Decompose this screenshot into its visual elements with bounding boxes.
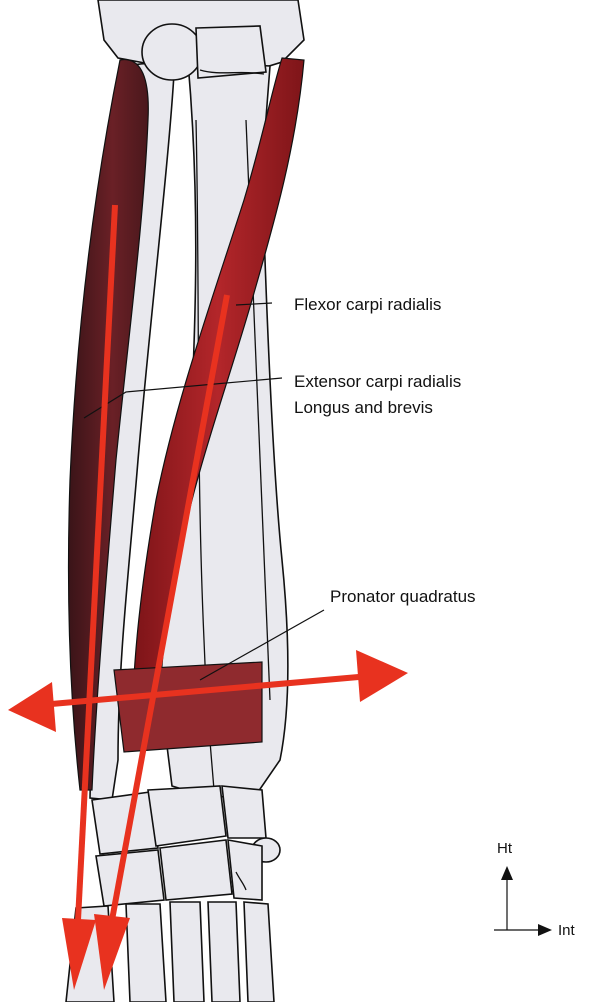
extensor-carpi-radialis-label-line1: Extensor carpi radialis <box>294 372 461 391</box>
flexor-carpi-radialis-label: Flexor carpi radialis <box>294 295 441 314</box>
capitulum <box>196 26 266 78</box>
pronator-quadratus-label: Pronator quadratus <box>330 587 476 606</box>
pronator-quadratus-muscle <box>114 662 262 752</box>
orientation-axes: Ht Int <box>494 840 576 939</box>
up-arrow-icon <box>501 866 513 880</box>
axis-label-ht: Ht <box>497 840 513 857</box>
right-arrow-icon <box>538 924 552 936</box>
axis-label-int: Int <box>558 922 576 939</box>
extensor-carpi-radialis-label-line2: Longus and brevis <box>294 398 433 417</box>
radial-head <box>142 24 202 80</box>
